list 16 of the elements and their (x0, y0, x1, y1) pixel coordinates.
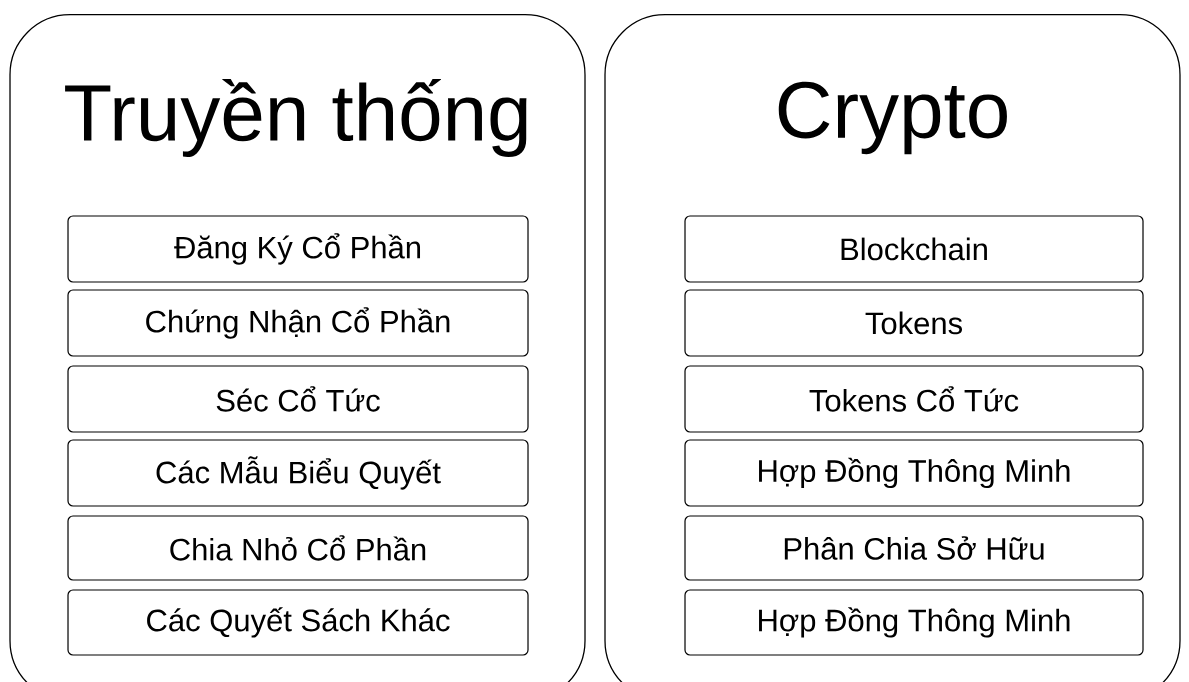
item-box: Phân Chia Sở Hữu (684, 515, 1144, 581)
item-box: Tokens (684, 289, 1144, 357)
item-box: Hợp Đồng Thông Minh (684, 439, 1144, 507)
item-box: Đăng Ký Cổ Phần (67, 215, 529, 283)
item-box: Séc Cổ Tức (67, 365, 529, 433)
panel (9, 14, 586, 682)
item-box: Blockchain (684, 215, 1144, 283)
item-box: Các Mẫu Biểu Quyết (67, 439, 529, 507)
item-box: Các Quyết Sách Khác (67, 589, 529, 656)
item-box: Chứng Nhận Cổ Phần (67, 289, 529, 357)
panel-title: Crypto (778, 81, 1007, 155)
panel-title: Truyền thống (65, 78, 527, 158)
panel (604, 14, 1181, 682)
item-box: Chia Nhỏ Cổ Phần (67, 515, 529, 581)
item-box: Tokens Cổ Tức (684, 365, 1144, 433)
item-box: Hợp Đồng Thông Minh (684, 589, 1144, 656)
